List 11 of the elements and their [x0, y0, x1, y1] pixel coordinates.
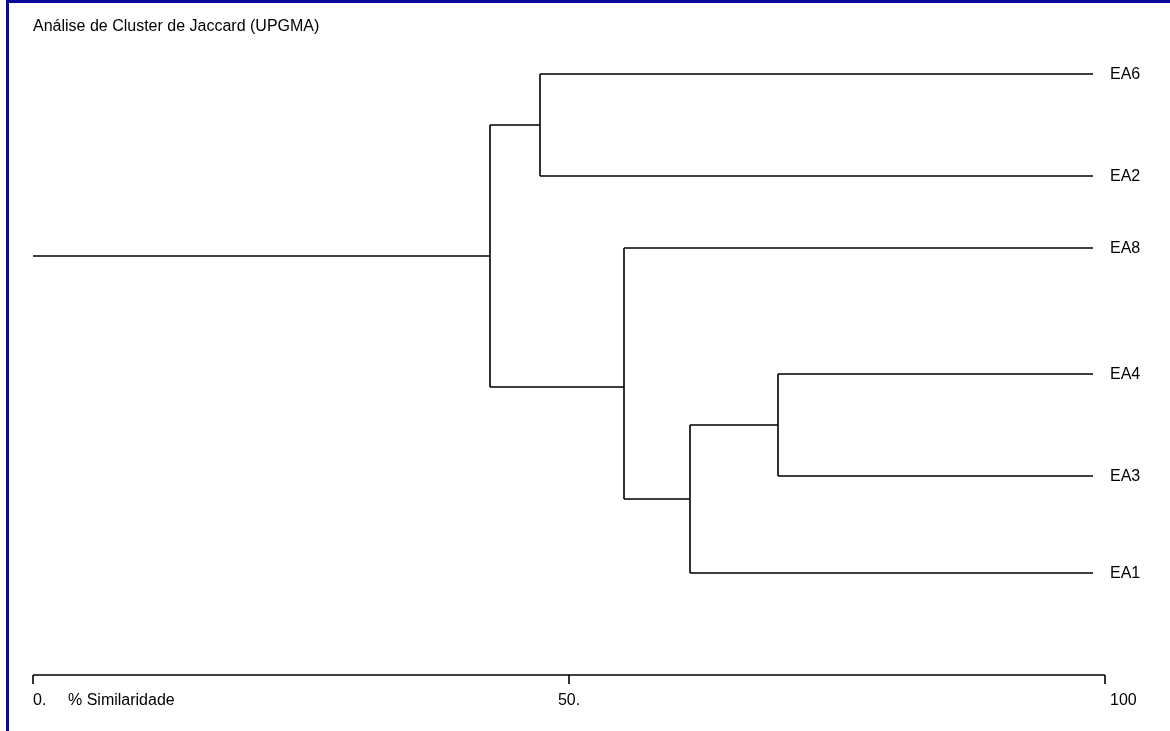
axis-title: % Similaridade: [68, 691, 175, 709]
leaf-label: EA3: [1110, 467, 1141, 485]
tick-label: 100: [1110, 691, 1137, 709]
tick-label: 0.: [33, 691, 47, 709]
leaf-label: EA4: [1110, 365, 1141, 383]
chart-title: Análise de Cluster de Jaccard (UPGMA): [33, 17, 320, 35]
leaf-label: EA8: [1110, 239, 1141, 257]
leaf-label: EA6: [1110, 65, 1141, 83]
leaf-label: EA1: [1110, 564, 1141, 582]
leaf-label: EA2: [1110, 167, 1141, 185]
tick-label: 50.: [557, 691, 581, 709]
